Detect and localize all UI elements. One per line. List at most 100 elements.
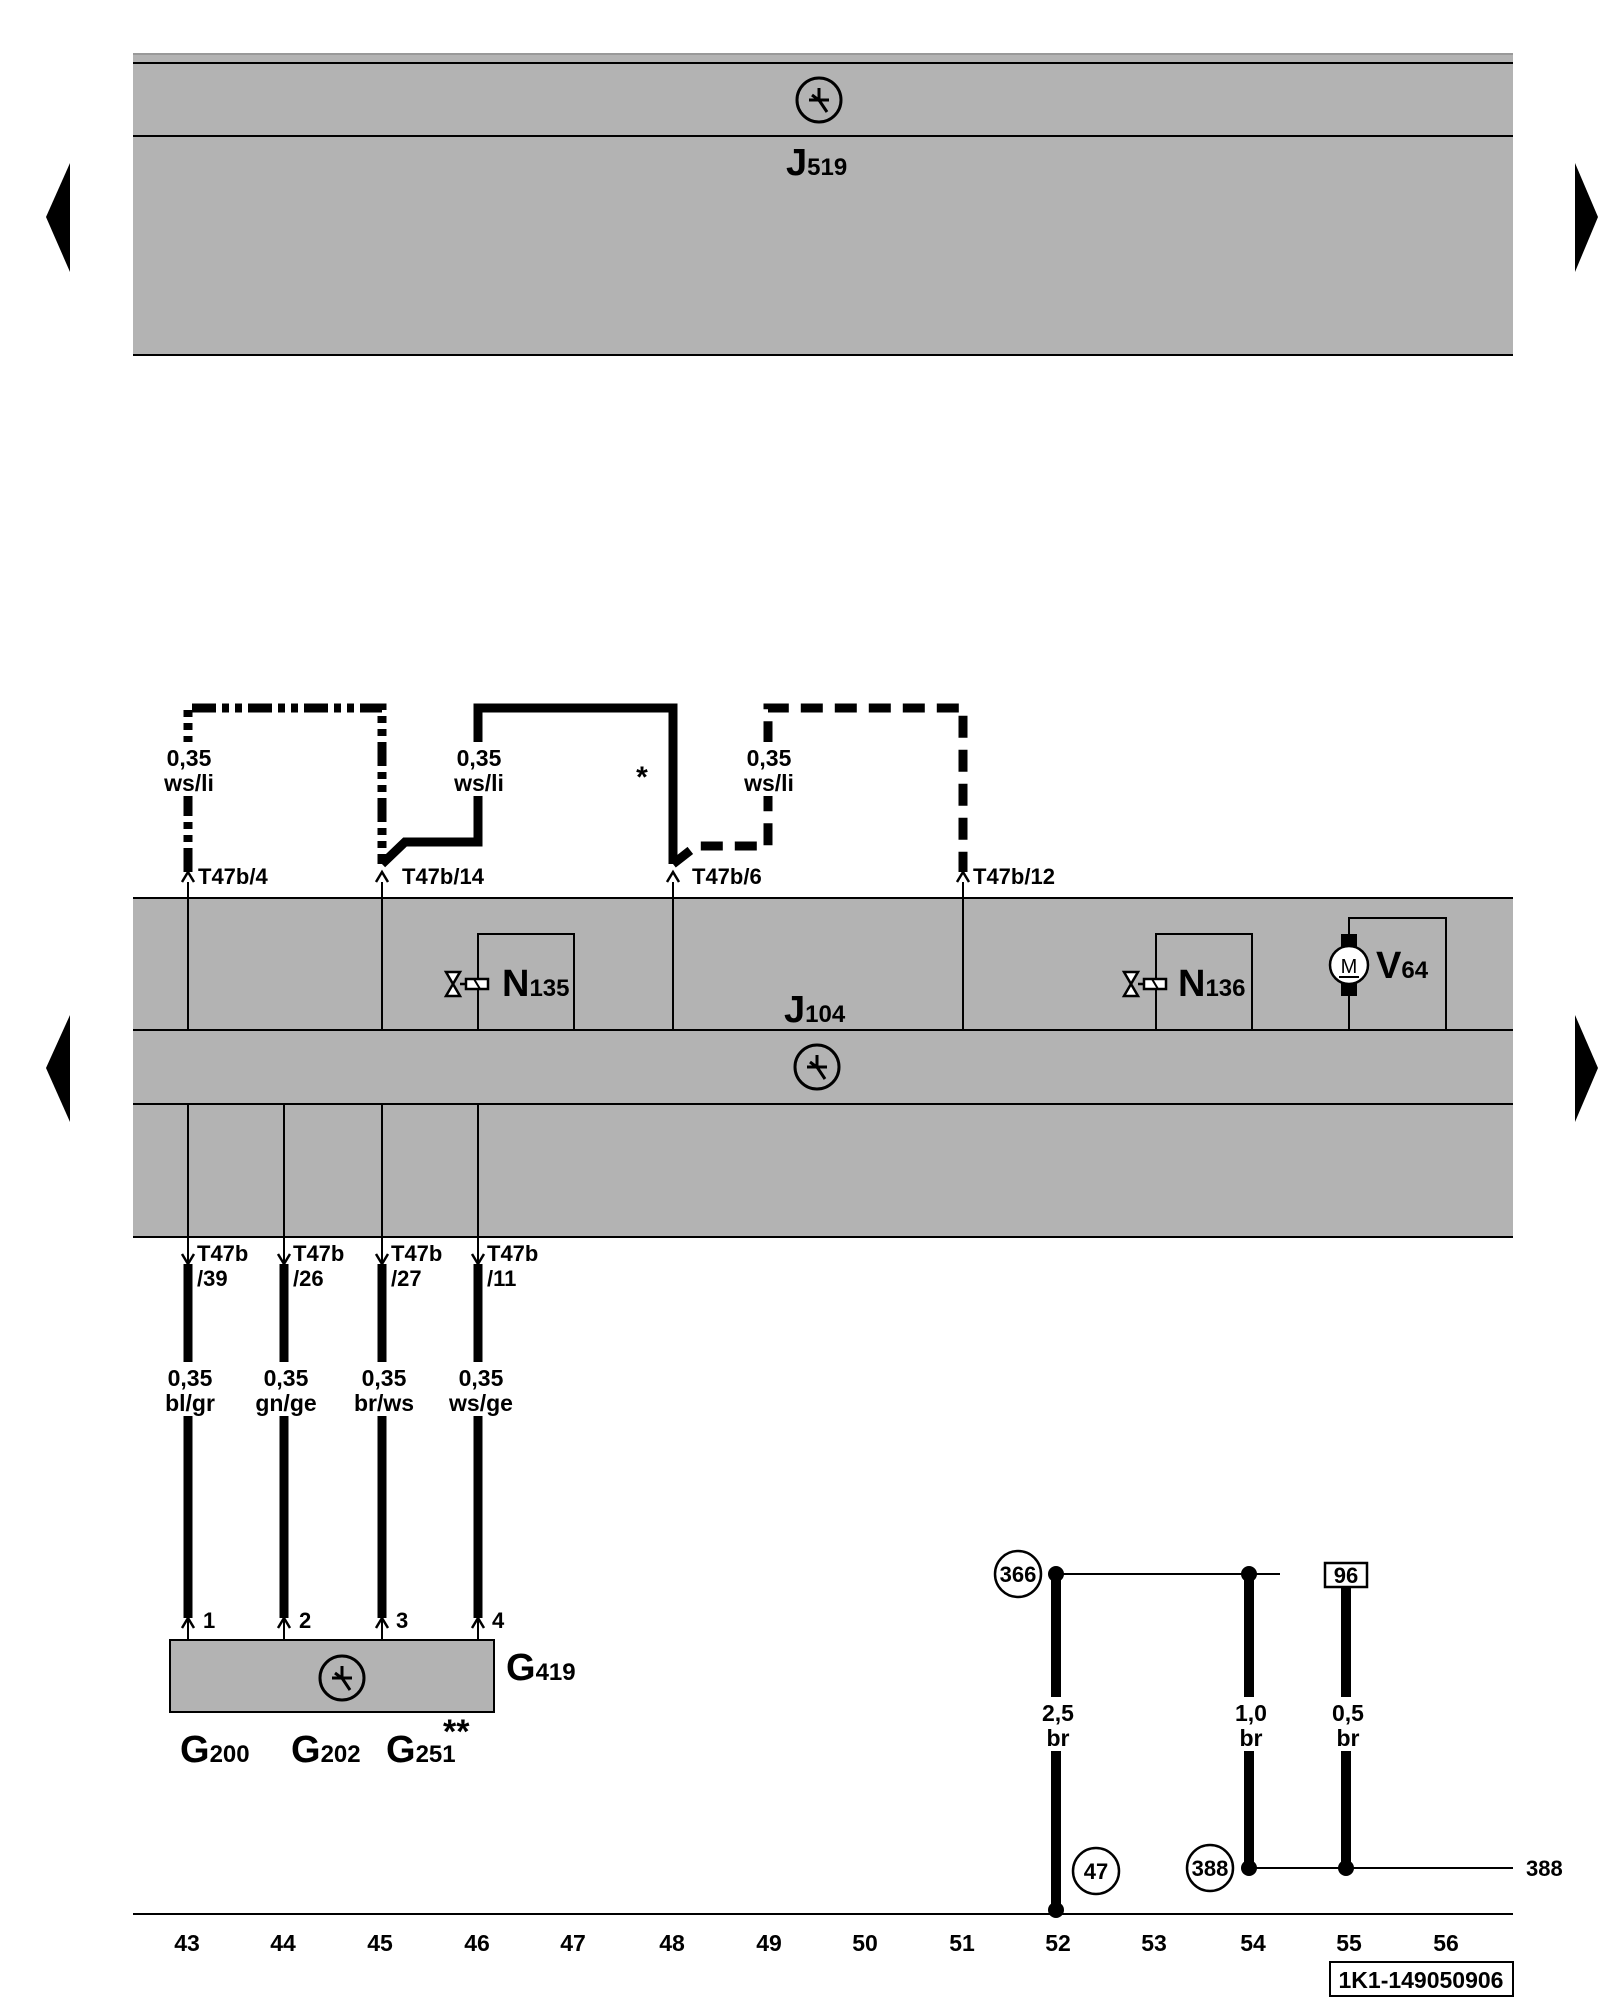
connector-label: /26: [293, 1266, 324, 1291]
asterisk-note: *: [636, 761, 648, 794]
svg-text:G202: G202: [291, 1729, 361, 1771]
wire-size: 2,5: [1042, 1700, 1074, 1726]
wire-size: 0,35: [167, 745, 212, 771]
module-g419: G419: [169, 1639, 576, 1713]
wire-size: 1,0: [1235, 1700, 1267, 1726]
track-number: 49: [756, 1930, 782, 1956]
upper-wire-labels: 0,35 ws/li 0,35 ws/li 0,35 ws/li: [160, 742, 798, 796]
pin-number: 4: [492, 1608, 505, 1633]
wire-size: 0,35: [747, 745, 792, 771]
g419-sub: 419: [536, 1659, 576, 1686]
track-number: 55: [1336, 1930, 1362, 1956]
module-j519: J519: [133, 53, 1513, 356]
ref-circle-47: 47: [1084, 1859, 1108, 1884]
ground-section: 366 47 388 96 388 2,5 br 1,0 br 0,5 br: [993, 1549, 1563, 1918]
wire-size: 0,5: [1332, 1700, 1364, 1726]
svg-text:G200: G200: [180, 1729, 250, 1771]
connector-label: T47b/12: [973, 864, 1055, 889]
track-number: 44: [270, 1930, 296, 1956]
diagram-code-text: 1K1-149050906: [1339, 1967, 1504, 1993]
connector-label: T47b: [487, 1241, 538, 1266]
pin-number: 2: [299, 1608, 311, 1633]
lower-wiring: 0,35 bl/gr 0,35 gn/ge 0,35 br/ws 0,35 ws…: [154, 1264, 514, 1618]
svg-text:G251: G251: [386, 1729, 456, 1771]
wire-color: br: [1240, 1725, 1263, 1751]
sensor-sub: 202: [321, 1741, 361, 1768]
svg-text:V64: V64: [1376, 945, 1429, 987]
svg-text:N136: N136: [1178, 963, 1246, 1005]
sensor-letter: G: [386, 1729, 416, 1771]
connector-label: T47b: [197, 1241, 248, 1266]
svg-text:J519: J519: [786, 142, 847, 184]
sensor-letter: G: [180, 1729, 210, 1771]
component-n136: N136: [1122, 933, 1253, 1030]
wire-color: ws/li: [163, 770, 214, 796]
module-j104: J104 N135 N136: [133, 882, 1513, 1238]
ref-line-388: 388: [1526, 1856, 1563, 1881]
top-connectors: T47b/4 T47b/14 T47b/6 T47b/12: [180, 864, 1055, 889]
diagram-code: 1K1-149050906: [1329, 1961, 1514, 1997]
wire-color: ws/li: [743, 770, 794, 796]
wire-size: 0,35: [264, 1365, 309, 1391]
wire-color: bl/gr: [165, 1390, 215, 1416]
n136-sub: 136: [1205, 975, 1245, 1002]
wire-color: br: [1047, 1725, 1070, 1751]
pin-number: 1: [203, 1608, 215, 1633]
wire-size: 0,35: [362, 1365, 407, 1391]
track-number: 45: [367, 1930, 393, 1956]
track-number: 51: [949, 1930, 975, 1956]
wire-size: 0,35: [459, 1365, 504, 1391]
connector-label: T47b/14: [402, 864, 485, 889]
sensor-sub: 200: [210, 1741, 250, 1768]
track-number: 50: [852, 1930, 878, 1956]
n136-letter: N: [1178, 963, 1205, 1005]
wire-color: gn/ge: [255, 1390, 316, 1416]
wire-color: ws/li: [453, 770, 504, 796]
svg-text:J104: J104: [784, 989, 846, 1031]
sensor-pins: 1 2 3 4: [180, 1608, 505, 1640]
pin-number: 3: [396, 1608, 408, 1633]
nav-left-arrow-icon[interactable]: [46, 163, 70, 272]
ref-box-96: 96: [1334, 1563, 1358, 1588]
connector-label: T47b/6: [692, 864, 762, 889]
v64-letter: V: [1376, 945, 1402, 987]
upper-wiring: *: [183, 703, 968, 872]
bottom-connectors: T47b /39 T47b /26 T47b /27 T47b /11: [180, 1237, 538, 1291]
track-number: 54: [1240, 1930, 1266, 1956]
sensor-sub: 251: [416, 1741, 456, 1768]
track-number: 48: [659, 1930, 685, 1956]
connector-label: /27: [391, 1266, 422, 1291]
wire-size: 0,35: [168, 1365, 213, 1391]
connector-label: T47b: [293, 1241, 344, 1266]
module-j519-sub: 519: [807, 154, 847, 181]
connector-label: T47b/4: [198, 864, 268, 889]
v64-sub: 64: [1401, 957, 1428, 984]
nav-left-arrow-icon[interactable]: [46, 1015, 70, 1122]
wire-color: br: [1337, 1725, 1360, 1751]
sensor-letter: G: [291, 1729, 321, 1771]
component-v64: M V64: [1328, 917, 1447, 1030]
ref-circle-388: 388: [1192, 1856, 1229, 1881]
motor-icon: [1328, 944, 1370, 986]
component-n135: N135: [444, 933, 575, 1030]
n135-sub: 135: [529, 975, 569, 1002]
double-asterisk-note: **: [443, 1713, 470, 1751]
wire-color: br/ws: [354, 1390, 414, 1416]
connector-label: /39: [197, 1266, 228, 1291]
connector-label: /11: [487, 1266, 516, 1291]
track-number: 47: [560, 1930, 586, 1956]
n135-letter: N: [502, 963, 529, 1005]
track-number: 52: [1045, 1930, 1071, 1956]
ref-circle-366: 366: [1000, 1562, 1037, 1587]
sensor-labels: G200 G202 G251 **: [180, 1713, 470, 1771]
module-j104-letter: J: [784, 989, 805, 1031]
track-number: 56: [1433, 1930, 1459, 1956]
track-axis: 43 44 45 46 47 48 49 50 51 52 53 54 55 5…: [133, 1913, 1513, 1956]
nav-right-arrow-icon[interactable]: [1575, 163, 1598, 272]
track-number: 43: [174, 1930, 200, 1956]
connector-label: T47b: [391, 1241, 442, 1266]
module-j104-sub: 104: [805, 1001, 846, 1028]
svg-text:N135: N135: [502, 963, 570, 1005]
nav-right-arrow-icon[interactable]: [1575, 1015, 1598, 1122]
